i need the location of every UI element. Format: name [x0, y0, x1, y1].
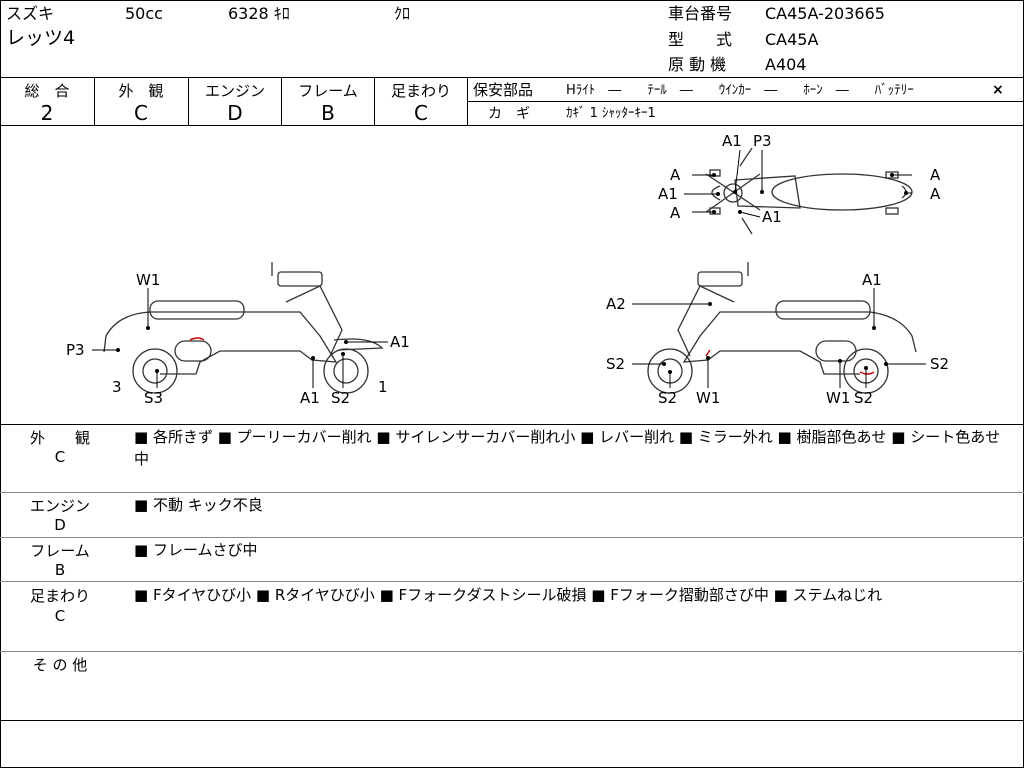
- top-view-scooter: [705, 147, 913, 235]
- section-suspension-text: ■ Fタイヤひび小 ■ Rタイヤひび小 ■ Fフォークダストシール破損 ■ Fフ…: [134, 586, 883, 604]
- section-engine-label: エンジン: [29, 497, 90, 515]
- top-label: A1: [762, 208, 782, 226]
- engine-code: A404: [765, 55, 807, 74]
- divider: [0, 424, 1024, 425]
- top-label: A1: [722, 132, 742, 150]
- right-label: S2: [854, 389, 873, 407]
- divider: [0, 537, 1024, 538]
- right-label: S2: [930, 355, 949, 373]
- mileage: 6328 ｷﾛ: [228, 4, 290, 23]
- left-label: S3: [144, 389, 163, 407]
- grade-exterior-label: 外 観: [118, 82, 164, 100]
- grade-frame-label: フレーム: [298, 82, 358, 100]
- damage-marks: [189, 337, 875, 375]
- top-label: A: [670, 166, 681, 184]
- section-frame-label: フレーム: [30, 542, 90, 560]
- right-label: A1: [862, 271, 882, 289]
- top-label: A1: [658, 185, 678, 203]
- displacement: 50cc: [125, 4, 163, 23]
- battery-missing-mark: ×: [992, 82, 1004, 98]
- model-name: レッツ4: [6, 27, 76, 49]
- left-label: A1: [300, 389, 320, 407]
- left-label: 3: [112, 378, 122, 396]
- grade-engine-value: D: [227, 101, 243, 125]
- section-frame-text: ■ フレームさび中: [134, 541, 258, 559]
- safety-parts-items: Hﾗｲﾄ ― ﾃｰﾙ ― ｳｲﾝｶｰ ― ﾎｰﾝ ― ﾊﾞｯﾃﾘｰ: [566, 83, 914, 98]
- left-view-scooter: [103, 262, 384, 394]
- vehicle-color: ｸﾛ: [394, 4, 411, 23]
- left-label: P3: [66, 341, 85, 359]
- top-label: A: [930, 166, 941, 184]
- section-suspension-grade: C: [54, 607, 66, 625]
- section-engine-text: ■ 不動 キック不良: [134, 496, 263, 514]
- safety-parts-label: 保安部品: [473, 81, 534, 99]
- right-label: W1: [696, 389, 720, 407]
- grade-overall-label: 総 合: [24, 82, 70, 100]
- right-label: S2: [606, 355, 625, 373]
- section-engine-grade: D: [54, 516, 66, 534]
- section-exterior-text: ■ 各所きず ■ プーリーカバー削れ ■ サイレンサーカバー削れ小 ■ レバー削…: [134, 428, 1001, 468]
- grade-frame-value: B: [321, 101, 335, 125]
- divider: [467, 101, 1024, 102]
- section-exterior-label: 外 観: [29, 429, 90, 447]
- section-exterior-grade: C: [54, 448, 66, 466]
- section-suspension-label: 足まわり: [29, 587, 90, 605]
- left-label: W1: [136, 271, 160, 289]
- divider: [94, 77, 95, 125]
- grade-exterior-value: C: [134, 101, 148, 125]
- divider: [0, 581, 1024, 582]
- grade-suspension-label: 足まわり: [390, 82, 451, 100]
- right-label: A2: [606, 295, 626, 313]
- divider: [188, 77, 189, 125]
- section-frame-grade: B: [54, 561, 66, 579]
- key-label: カ ギ: [488, 106, 530, 122]
- model-label: 型 式: [668, 30, 733, 49]
- divider: [0, 720, 1024, 721]
- divider: [0, 125, 1024, 126]
- grade-engine-label: エンジン: [204, 82, 265, 100]
- divider: [0, 651, 1024, 652]
- section-other-label: そ の 他: [32, 656, 88, 674]
- divider: [374, 77, 375, 125]
- top-label: A: [930, 185, 941, 203]
- right-label: S2: [658, 389, 677, 407]
- left-label: S2: [331, 389, 350, 407]
- frame-number: CA45A-203665: [765, 4, 885, 23]
- frame-number-label: 車台番号: [668, 4, 733, 23]
- damage-diagram: A1 P3 A A1 A A1 A A W1 P3 3 S3 A1 A1 S2 …: [66, 132, 949, 407]
- left-label: A1: [390, 333, 410, 351]
- divider: [281, 77, 282, 125]
- right-label: W1: [826, 389, 850, 407]
- grade-suspension-value: C: [414, 101, 428, 125]
- key-value: ｶｷﾞ 1 ｼｬｯﾀｰｷｰ1: [566, 106, 656, 121]
- divider: [0, 77, 1024, 78]
- engine-label: 原 動 機: [668, 55, 727, 74]
- divider: [0, 492, 1024, 493]
- model-code: CA45A: [765, 30, 819, 49]
- top-label: A: [670, 204, 681, 222]
- left-label: 1: [378, 378, 388, 396]
- grade-overall-value: 2: [40, 101, 54, 125]
- top-label: P3: [753, 132, 772, 150]
- maker: スズキ: [6, 4, 55, 23]
